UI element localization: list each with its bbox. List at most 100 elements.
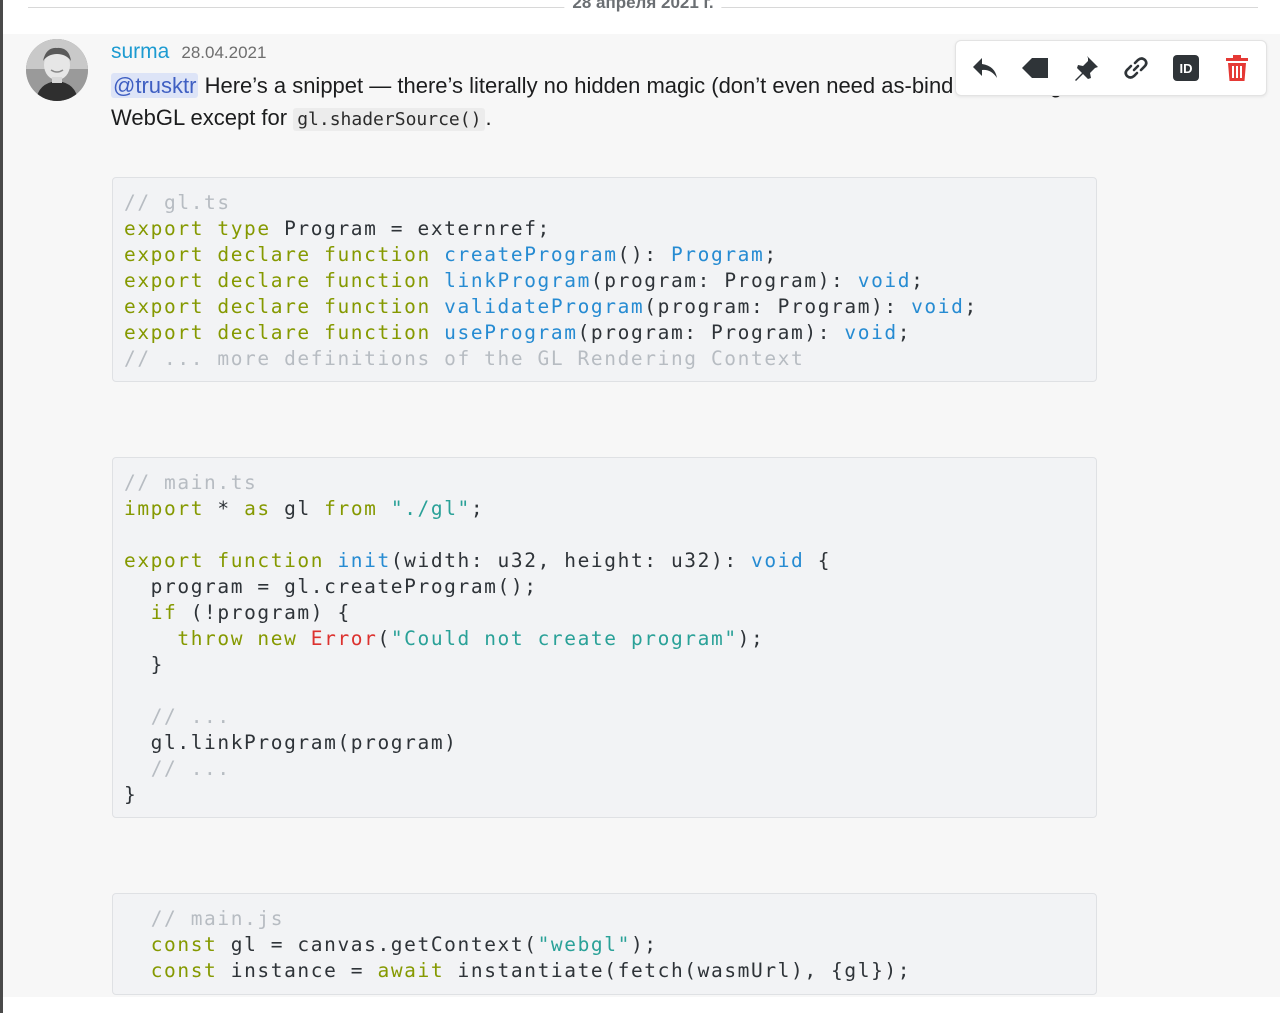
code-token-plain: { — [804, 549, 832, 572]
date-divider: 28 апреля 2021 г. — [28, 0, 1258, 16]
code-token-keyword: export declare function — [124, 243, 431, 266]
code-token-plain — [431, 295, 444, 318]
code-block-main-js: // main.js const gl = canvas.getContext(… — [112, 893, 1097, 995]
trash-icon — [1225, 55, 1248, 81]
code-token-plain: Program = externref; — [270, 217, 551, 240]
code-token-keyword: from — [324, 497, 378, 520]
code-token-comment: // gl.ts — [124, 191, 231, 214]
code-token-plain: ); — [630, 933, 658, 956]
code-token-keyword: import — [124, 497, 205, 520]
code-line: // main.js — [124, 906, 1085, 932]
code-token-type: void — [857, 269, 912, 292]
code-token-plain: (): — [617, 243, 671, 266]
message-timestamp: 28.04.2021 — [181, 43, 267, 62]
pin-icon — [1074, 56, 1098, 81]
user-mention[interactable]: @trusktr — [111, 73, 199, 98]
code-token-keyword: export declare function — [124, 269, 431, 292]
code-token-plain: ; — [470, 497, 485, 520]
code-block-gl-ts: // gl.ts export type Program = externref;… — [112, 177, 1097, 382]
code-token-keyword: export type — [124, 217, 271, 240]
link-icon — [1124, 57, 1148, 79]
code-token-plain: } — [124, 653, 165, 676]
code-token-plain: ; — [964, 295, 978, 318]
code-token-keyword: throw new — [177, 627, 298, 650]
copy-link-button[interactable] — [1114, 46, 1158, 90]
code-token-plain: (program: Program): — [577, 321, 845, 344]
code-token-type: void — [751, 549, 805, 572]
code-token-plain: ; — [764, 243, 778, 266]
code-line: // main.ts — [124, 470, 1085, 496]
code-token-plain: program = gl.createProgram(); — [124, 575, 538, 598]
id-icon: ID — [1173, 55, 1200, 81]
code-line: const gl = canvas.getContext("webgl"); — [124, 932, 1085, 958]
chat-message[interactable]: surma 28.04.2021 @trusktr Here’s a snipp… — [3, 34, 1280, 997]
code-token-keyword: export function — [124, 549, 325, 572]
code-line: if (!program) { — [124, 600, 1085, 626]
forward-button[interactable] — [1013, 46, 1057, 90]
code-token-type: void — [844, 321, 898, 344]
code-line: // ... more definitions of the GL Render… — [124, 346, 1085, 372]
code-token-plain: instance = — [217, 959, 378, 982]
code-line — [124, 522, 1085, 548]
date-divider-label: 28 апреля 2021 г. — [564, 0, 722, 13]
code-token-plain: (program: Program): — [644, 295, 912, 318]
code-line: throw new Error("Could not create progra… — [124, 626, 1085, 652]
code-token-comment: // ... more definitions of the GL Render… — [124, 347, 805, 370]
code-token-keyword: const — [150, 959, 218, 982]
code-token-func: init — [337, 549, 391, 572]
code-token-plain — [324, 549, 337, 572]
code-token-plain — [431, 321, 444, 344]
code-line: export declare function createProgram():… — [124, 242, 1085, 268]
code-token-comment: // main.js — [150, 907, 285, 930]
code-token-plain — [124, 601, 151, 624]
code-token-plain — [124, 907, 151, 930]
code-token-keyword: as — [244, 497, 271, 520]
code-token-plain: (width: u32, height: u32): — [390, 549, 752, 572]
code-token-plain: ; — [911, 269, 925, 292]
code-token-plain: gl = canvas.getContext( — [217, 933, 538, 956]
code-token-plain — [124, 959, 151, 982]
code-token-plain: instantiate(fetch(wasmUrl), {gl}); — [444, 959, 912, 982]
code-line — [124, 678, 1085, 704]
reply-button[interactable] — [963, 46, 1007, 90]
code-token-string: "webgl" — [537, 933, 631, 956]
code-line: gl.linkProgram(program) — [124, 730, 1085, 756]
code-token-plain: gl — [270, 497, 325, 520]
code-token-keyword: const — [150, 933, 218, 956]
code-token-keyword: if — [150, 601, 178, 624]
delete-button[interactable] — [1215, 46, 1259, 90]
code-token-plain: (program: Program): — [590, 269, 858, 292]
code-line: } — [124, 652, 1085, 678]
code-token-plain — [431, 243, 444, 266]
code-token-plain — [431, 269, 444, 292]
code-token-plain: } — [124, 783, 138, 806]
code-token-string: "./gl" — [390, 497, 471, 520]
code-token-type: void — [911, 295, 965, 318]
author-name[interactable]: surma — [111, 40, 170, 63]
code-token-comment: // ... — [150, 757, 231, 780]
code-token-plain — [378, 497, 391, 520]
copy-id-button[interactable]: ID — [1164, 46, 1208, 90]
message-actions-toolbar: ID — [955, 40, 1267, 96]
message-header: surma 28.04.2021 — [111, 40, 266, 66]
code-token-plain: ; — [897, 321, 912, 344]
inline-code: gl.shaderSource() — [293, 108, 486, 131]
code-token-plain: ); — [737, 627, 765, 650]
code-token-keyword: export declare function — [124, 295, 431, 318]
code-token-plain — [124, 705, 151, 728]
id-icon-label: ID — [1180, 61, 1193, 76]
code-token-plain: gl.linkProgram(program) — [124, 731, 458, 754]
pin-button[interactable] — [1064, 46, 1108, 90]
code-token-plain — [124, 627, 177, 650]
code-line: export function init(width: u32, height:… — [124, 548, 1085, 574]
code-token-string: "Could not create program" — [390, 627, 738, 650]
code-token-comment: // main.ts — [124, 471, 258, 494]
window-edge — [0, 0, 3, 1013]
code-line: export declare function validateProgram(… — [124, 294, 1085, 320]
avatar[interactable] — [26, 39, 88, 101]
forward-icon — [1022, 58, 1049, 78]
code-token-error: Error — [310, 627, 378, 650]
code-token-comment: // ... — [150, 705, 231, 728]
reply-icon — [973, 58, 998, 78]
